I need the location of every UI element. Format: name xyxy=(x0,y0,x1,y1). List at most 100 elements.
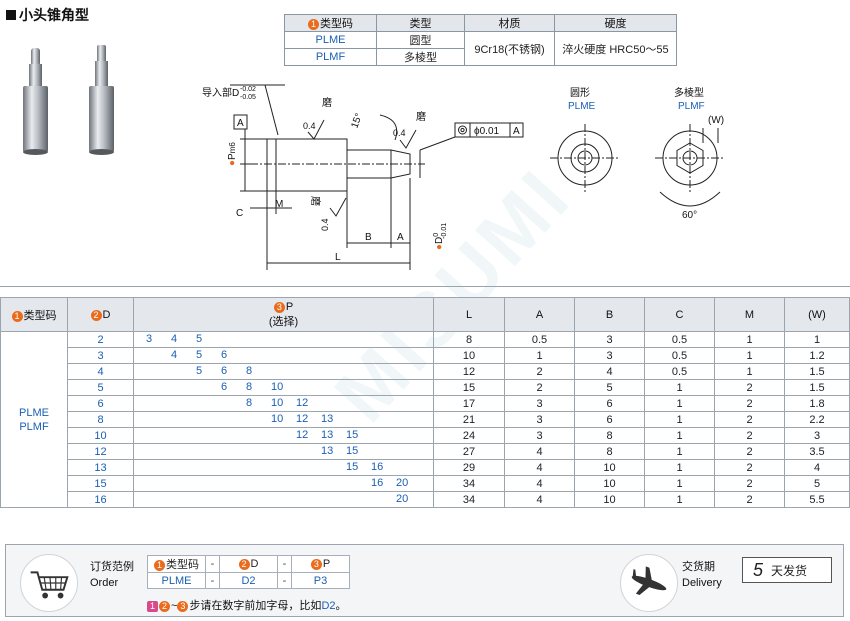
cell-b: 10 xyxy=(574,475,645,492)
order-field-type-value: PLME xyxy=(147,572,206,589)
col-p-sub: (选择) xyxy=(268,315,299,328)
cell-a: 3 xyxy=(504,411,575,428)
page-title: 小头锥角型 xyxy=(6,5,89,25)
p-option: 10 xyxy=(271,413,284,425)
order-note-end: 。 xyxy=(335,600,347,612)
cell-l: 8 xyxy=(433,331,505,348)
spec-material: 9Cr18(不锈钢) xyxy=(464,31,555,66)
spec-header-type-code-text: 类型码 xyxy=(320,18,353,30)
cell-m: 2 xyxy=(714,395,785,412)
cell-c: 1 xyxy=(644,379,715,396)
cell-a: 1 xyxy=(504,347,575,364)
label-p: ●Pm6 xyxy=(227,142,238,166)
p-option: 13 xyxy=(321,429,334,441)
label-b: B xyxy=(365,232,372,243)
cell-l: 15 xyxy=(433,379,505,396)
datum-a: A xyxy=(237,118,244,129)
label-concentricity: ϕ0.01 xyxy=(474,126,500,137)
cell-c: 0.5 xyxy=(644,363,715,380)
spec-header-material: 材质 xyxy=(464,14,555,32)
cell-m: 1 xyxy=(714,347,785,364)
cell-w: 1.5 xyxy=(784,363,850,380)
badge-1-icon: 1 xyxy=(154,560,165,571)
round-end-view: 圆形 PLME xyxy=(550,87,620,192)
cell-b: 4 xyxy=(574,363,645,380)
delivery-days: 5 xyxy=(753,560,764,580)
p-option: 12 xyxy=(296,429,309,441)
cell-c: 1 xyxy=(644,443,715,460)
label-guide-lower: -0.05 xyxy=(240,94,256,101)
cell-a: 4 xyxy=(504,459,575,476)
cell-c: 1 xyxy=(644,459,715,476)
cell-m: 2 xyxy=(714,443,785,460)
pin-side-view xyxy=(230,84,456,270)
order-field-p-value: P3 xyxy=(291,572,350,589)
title-square-icon xyxy=(6,10,16,20)
technical-drawing: 导入部D -0.02 -0.05 A 磨 0.4 15° 磨 0.4 ϕ0.01… xyxy=(202,84,725,270)
cell-w: 2.2 xyxy=(784,411,850,428)
cell-p-options: 20 xyxy=(133,491,434,508)
airplane-icon xyxy=(620,554,678,612)
cell-d: 2 xyxy=(67,331,134,348)
poly-code: PLMF xyxy=(678,101,705,112)
p-option: 12 xyxy=(296,413,309,425)
cell-l: 10 xyxy=(433,347,505,364)
p-option: 12 xyxy=(296,397,309,409)
poly-w: (W) xyxy=(708,115,724,126)
cell-d: 13 xyxy=(67,459,134,476)
order-note-text: 步请在数字前加字母，比如 xyxy=(189,600,322,612)
cell-l: 12 xyxy=(433,363,505,380)
label-grind-1: 磨 xyxy=(322,97,332,109)
p-option: 5 xyxy=(196,349,203,361)
spec-hardness: 淬火硬度 HRC50～55 xyxy=(554,31,677,66)
cell-b: 6 xyxy=(574,395,645,412)
cell-b: 6 xyxy=(574,411,645,428)
cell-b: 10 xyxy=(574,491,645,508)
p-option: 15 xyxy=(346,429,359,441)
col-b: B xyxy=(574,297,645,332)
type-code: PLME xyxy=(19,406,49,419)
order-label-cn: 订货范例 xyxy=(90,561,134,573)
spec-code-plme: PLME xyxy=(284,31,377,49)
cell-d: 3 xyxy=(67,347,134,364)
order-field-d-value: D2 xyxy=(219,572,278,589)
cell-w: 3.5 xyxy=(784,443,850,460)
p-option: 20 xyxy=(396,477,409,489)
cell-m: 1 xyxy=(714,331,785,348)
cell-a: 4 xyxy=(504,491,575,508)
cell-m: 2 xyxy=(714,491,785,508)
label-guide: 导入部D xyxy=(202,86,239,99)
delivery-label: 交货期 Delivery xyxy=(682,559,722,591)
cell-d: 5 xyxy=(67,379,134,396)
badge-3-icon: 3 xyxy=(177,601,189,612)
p-option: 8 xyxy=(246,365,253,377)
product-photo xyxy=(23,45,114,155)
p-option: 15 xyxy=(346,461,359,473)
order-field-p-label-text: P xyxy=(322,558,331,570)
p-option: 15 xyxy=(346,445,359,457)
order-field-type-label-text: 类型码 xyxy=(166,559,199,571)
cell-b: 5 xyxy=(574,379,645,396)
cell-m: 2 xyxy=(714,459,785,476)
drawing-labels: 导入部D -0.02 -0.05 A 磨 0.4 15° 磨 0.4 ϕ0.01… xyxy=(202,86,524,263)
cell-d: 4 xyxy=(67,363,134,380)
label-grind-2: 磨 xyxy=(416,111,426,123)
badge-2-icon: 2 xyxy=(159,601,170,612)
p-option: 13 xyxy=(321,445,334,457)
product-overview: 小头锥角型 xyxy=(0,0,850,287)
cell-d: 16 xyxy=(67,491,134,508)
cell-d: 10 xyxy=(67,427,134,444)
